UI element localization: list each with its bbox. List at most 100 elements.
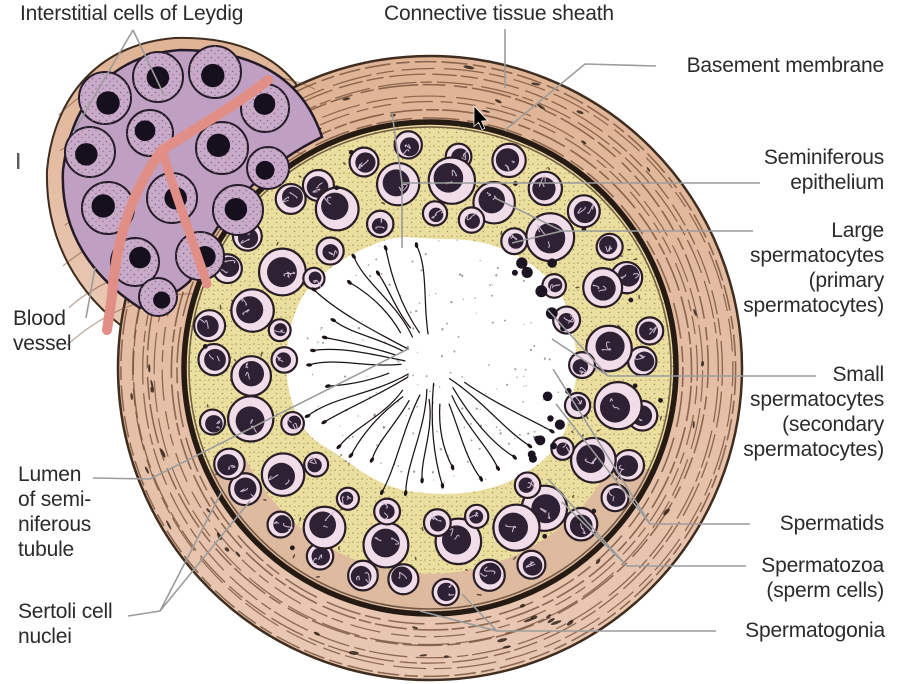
cell-nucleus (532, 177, 556, 201)
label-line: spermatocytes) (743, 438, 884, 461)
fibroblast-nucleus (160, 448, 166, 458)
sperm-tail (431, 382, 444, 486)
sperm-head (495, 465, 501, 471)
cell-nucleus (617, 264, 640, 287)
cell-nucleus (267, 462, 295, 490)
leydig-nucleus (255, 160, 275, 180)
sperm-tail (349, 281, 402, 334)
cell-nucleus (204, 348, 226, 371)
spermatid-dot (534, 435, 541, 443)
cell-nucleus (495, 148, 520, 172)
sheath-fiber (146, 83, 709, 647)
sperm-tail (312, 348, 406, 362)
leydig-nucleus (129, 246, 151, 269)
leydig-nucleus (206, 133, 231, 158)
leydig-nucleus (201, 63, 225, 88)
fibroblast-nucleus (206, 508, 211, 513)
sperm-head (310, 287, 317, 292)
label-line: Small (832, 363, 884, 386)
fibroblast-nucleus (463, 65, 475, 70)
spermatid-dot (554, 419, 565, 430)
label-line: Blood (13, 307, 66, 330)
label-spermatids: Spermatids (780, 511, 884, 536)
sertoli-nucleus-dot (289, 545, 295, 551)
cell-nucleus (599, 236, 618, 255)
sperm-tail (385, 247, 421, 334)
tubule-lumen (286, 237, 577, 494)
sheath-fiber (176, 117, 684, 625)
leader-large-spermatocytes (511, 230, 563, 244)
sperm-head (379, 489, 384, 496)
sertoli-nucleus-dot (542, 533, 548, 539)
sperm-head (336, 444, 342, 450)
cell-nucleus (590, 275, 616, 301)
cell-nucleus (205, 415, 223, 433)
fibroblast-nucleus (348, 650, 359, 656)
label-line: of semi- (18, 488, 92, 511)
spermatid-dot (565, 387, 572, 395)
mouse-cursor (473, 105, 489, 131)
sperm-head (324, 384, 331, 388)
sertoli-nucleus-dot (632, 383, 638, 389)
cell-nucleus (287, 415, 302, 430)
leader-spermatids (555, 403, 651, 525)
cell-nucleus (238, 361, 265, 387)
label-line: niferous (18, 513, 92, 536)
fibroblast-nucleus (411, 626, 418, 629)
spermatid-dot (535, 285, 548, 298)
fibroblast-nucleus (550, 620, 562, 625)
mouse-pointer-arrow (473, 105, 489, 131)
fibroblast-nucleus (546, 614, 552, 619)
label-line: epithelium (790, 171, 884, 194)
label-spermatogonia: Spermatogonia (745, 618, 885, 643)
cell-nucleus (478, 186, 506, 214)
leydig-nucleus (253, 93, 276, 115)
label-line: vessel (13, 332, 72, 355)
sperm-head (330, 318, 337, 323)
label-connective-tissue-sheath: Connective tissue sheath (384, 1, 614, 26)
cell-nucleus (518, 477, 534, 493)
leader-basement-membrane (504, 63, 657, 131)
sertoli-nucleus-dot (202, 344, 208, 349)
cell-nucleus (479, 562, 502, 585)
label-line: spermatocytes) (743, 294, 884, 317)
cell-nucleus (273, 515, 292, 534)
cell-nucleus (616, 455, 639, 477)
leydig-cell-cluster (61, 45, 324, 335)
leader-sertoli-cell-nuclei (159, 500, 251, 612)
leader-lines (17, 29, 816, 632)
fibroblast-nucleus (235, 551, 241, 557)
sperm-tail (448, 377, 531, 447)
cell-nucleus (573, 200, 597, 224)
leader-small-spermatocytes (551, 338, 609, 377)
sertoli-nucleus-dot (628, 297, 634, 303)
edge-artifact (17, 153, 20, 169)
label-line: Spermatozoa (761, 554, 884, 577)
fibroblast-nucleus (497, 638, 508, 643)
fibroblast-nucleus (536, 103, 546, 110)
sperm-tail (371, 399, 410, 461)
sperm-head (348, 452, 354, 458)
cell-nucleus (266, 257, 297, 288)
fibroblast-nucleus (646, 167, 651, 172)
cell-nucleus (350, 565, 372, 587)
label-line: (primary (808, 269, 885, 292)
cell-nucleus (307, 458, 322, 473)
fibroblast-nucleus (700, 361, 705, 367)
cell-nucleus (281, 186, 303, 208)
cell-nucleus (522, 556, 543, 576)
sperm-head (512, 454, 517, 460)
sperm-tail (381, 394, 421, 493)
cell-nucleus (340, 491, 354, 505)
sperm-tail (448, 403, 482, 480)
cell-nucleus (273, 323, 287, 337)
cell-nucleus (437, 582, 456, 602)
fibroblast-nucleus (481, 109, 491, 113)
sertoli-nucleus-dot (658, 397, 663, 403)
fibroblast-nucleus (693, 308, 697, 317)
sperm-tail (309, 361, 402, 366)
sperm-tail (405, 389, 428, 494)
cell-nucleus (379, 503, 395, 520)
